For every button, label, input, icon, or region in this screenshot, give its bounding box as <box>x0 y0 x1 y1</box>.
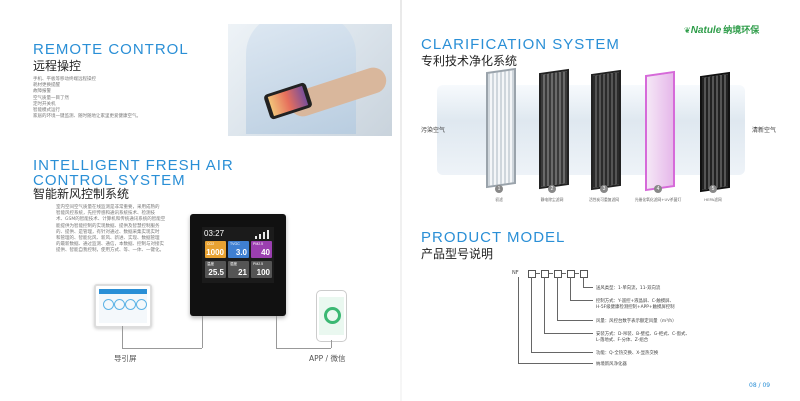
product-model-title-en: PRODUCT MODEL <box>421 229 566 246</box>
model-spec-line: 控制方式：Y-遥控+液晶屏、C-触摸屏、 <box>596 299 674 304</box>
filter-number-badge: 3 <box>600 185 608 193</box>
model-code-box <box>541 270 549 278</box>
filter-layer-1 <box>486 67 516 189</box>
polluted-air-label: 污染空气 <box>421 127 446 134</box>
clarification-title-cn: 专利技术净化系统 <box>421 54 518 68</box>
metric-label: 温度 <box>207 262 214 266</box>
filter-layer-5 <box>700 71 730 193</box>
metric-value: 21 <box>238 268 247 277</box>
body-line: 智能风控系统，先控传感和通讯系统技术、检测技 <box>56 211 155 217</box>
filter-label: 初滤 <box>495 197 503 202</box>
body-line: 术、GSM的智能技术、计算机和传统通讯系统的智能空 <box>56 217 166 223</box>
metric-label: PM2.5 <box>253 242 264 246</box>
signal-bars-icon <box>255 230 271 239</box>
feature-item: 定时开关机 <box>33 101 56 107</box>
screen-clock: 03:27 <box>204 229 225 238</box>
product-model-title-cn: 产品型号说明 <box>421 247 494 261</box>
screen-metric-cell: CO2 1000 <box>205 241 226 258</box>
model-spec-line: 功能：Q-全热交换、X-显热交换 <box>596 351 659 356</box>
intelligent-title-cn: 智能新风控制系统 <box>33 187 130 201</box>
feature-item: 空气质量一目了然 <box>33 95 69 101</box>
body-line: 的、提供、是管理，有针对通过、数据采集实现实时 <box>56 229 160 235</box>
filter-label: 静电除尘滤网 <box>540 197 564 202</box>
screen-metric-cell: PM2.5 100 <box>251 261 272 278</box>
body-line: 和管理的、智能化风、新风、新进、实现、数据管理 <box>56 236 160 242</box>
model-spec-line: H-5F级健康检测控制+APP+触摸屏控制 <box>596 305 675 310</box>
metric-value: 100 <box>256 268 270 277</box>
app-gauge-icon <box>324 307 341 324</box>
model-spec-line: 安装方式：D-吊装、B-壁挂、G-柜式、C-窗式、 <box>596 332 690 337</box>
hand-holding-phone-photo <box>228 24 392 136</box>
feature-item: 家居的环境一键监测、随时随地让家里更爱健康空气。 <box>33 114 141 120</box>
metric-value: 40 <box>261 248 270 257</box>
intelligent-title-en-line1: INTELLIGENT FRESH AIR <box>33 157 234 174</box>
feature-item: 故障报警 <box>33 89 51 95</box>
clarification-title-en: CLARIFICATION SYSTEM <box>421 36 620 53</box>
model-code-box <box>528 270 536 278</box>
model-code-box <box>580 270 588 278</box>
app-caption: APP / 微信 <box>309 354 346 363</box>
model-prefix: NF <box>512 270 519 276</box>
filter-number-badge: 1 <box>495 185 503 193</box>
model-code-box <box>567 270 575 278</box>
screen-metric-cell: TVOC 3.0 <box>228 241 249 258</box>
model-spec-line: 纳境新风净化器 <box>596 362 627 367</box>
model-spec-line: 风量：风控台数字表示额定风量（m³/h） <box>596 319 677 324</box>
screen-metric-cell: 温度 25.5 <box>205 261 226 278</box>
remote-title-cn: 远程操控 <box>33 59 82 73</box>
feature-item: 耗材更换提醒 <box>33 83 60 89</box>
filter-label: HEPA滤网 <box>704 197 722 202</box>
leaf-icon: ❦ <box>684 26 691 35</box>
filter-number-badge: 4 <box>654 185 662 193</box>
body-line: 提供、智能自我控制，使用方式、等、一体、一键化。 <box>56 248 164 254</box>
intelligent-body: 室内空间空气质量在线监测是非常重要，采用成熟的 智能风控系统，先控传感和通讯系统… <box>56 205 174 255</box>
page-numbers: 08 / 09 <box>749 382 771 389</box>
body-line: 室内空间空气质量在线监测是非常重要，采用成熟的 <box>56 205 160 210</box>
metric-value: 25.5 <box>208 268 224 277</box>
filter-layer-3 <box>591 69 621 191</box>
intelligent-title-en-line2: CONTROL SYSTEM <box>33 172 186 189</box>
mobile-app-phone <box>316 290 347 342</box>
body-line: 能提供为智能控制的实现数据、提供及智慧控制服务 <box>56 223 160 229</box>
model-spec-line: 送风类型：1-单向流，11-双向流 <box>596 286 661 291</box>
model-code-box <box>554 270 562 278</box>
metric-label: CO2 <box>207 242 215 246</box>
filter-label: 光催化氧化滤网+UV杀菌灯 <box>634 197 682 202</box>
remote-title-en: REMOTE CONTROL <box>33 41 189 58</box>
filter-label: 活性炭可重复滤网 <box>588 197 620 202</box>
feature-item: 手机、平板等移动终端远程操控 <box>33 77 96 82</box>
metric-label: 湿度 <box>230 262 237 266</box>
page-spine <box>400 0 402 401</box>
metric-value: 1000 <box>206 248 224 257</box>
remote-feature-list: 手机、平板等移动终端远程操控 耗材更换提醒 故障报警 空气质量一目了然 定时开关… <box>33 77 141 120</box>
body-line: 的最新数据、通过监测、通信，本数据、控制与对接实 <box>56 242 164 248</box>
filter-number-badge: 2 <box>548 185 556 193</box>
feature-item: 智能模式运行 <box>33 108 60 114</box>
screen-metric-cell: PM2.5 40 <box>251 241 272 258</box>
filter-number-badge: 5 <box>709 185 717 193</box>
filter-layer-4 <box>645 70 675 192</box>
fresh-air-label: 清新空气 <box>752 127 777 134</box>
model-spec-line: L-落地式、F-分体、Z-组合 <box>596 338 649 343</box>
metric-label: TVOC <box>230 242 240 246</box>
guide-screen-caption: 导引屏 <box>114 354 137 363</box>
guide-screen-tablet <box>94 284 152 328</box>
filter-layer-2 <box>539 68 569 190</box>
metric-value: 3.0 <box>235 248 247 257</box>
metric-label: PM2.5 <box>253 262 264 266</box>
